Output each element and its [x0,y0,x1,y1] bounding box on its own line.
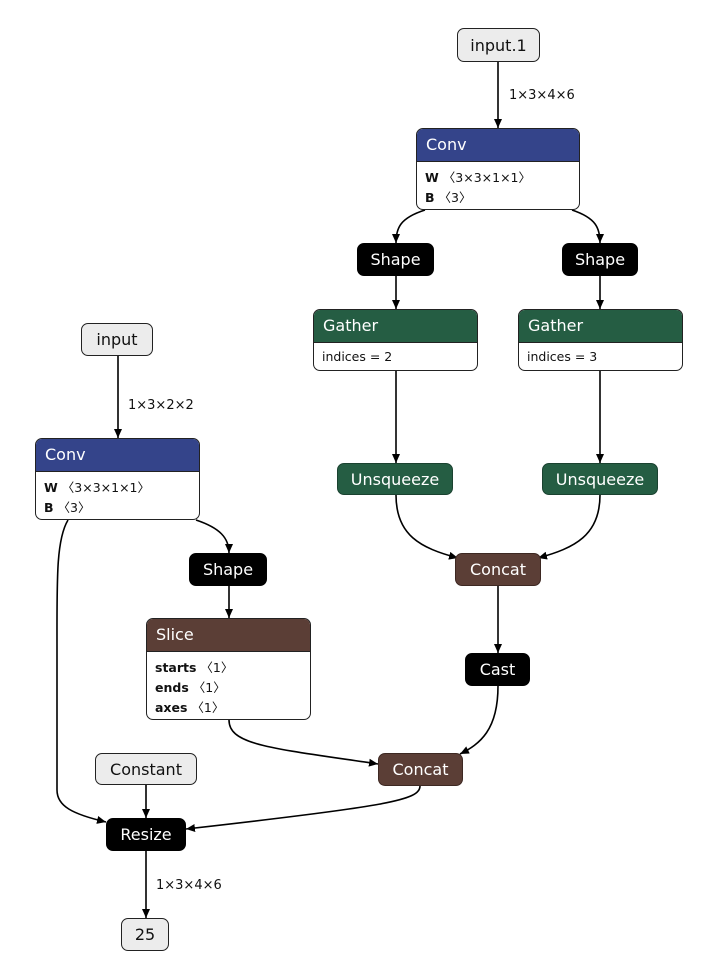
graph-input-node[interactable]: input.1 [457,28,540,62]
gather-node[interactable]: Gather indices = 3 [518,309,683,371]
edge-unsqueeze-a-concat [395,494,459,560]
attr-key: axes [155,700,188,715]
edge-shape-label: 1×3×4×6 [509,88,575,103]
cast-node[interactable]: Cast [465,653,530,686]
edge-slice-concat-bottom [228,719,379,767]
node-label: Shape [574,250,626,269]
graph-output-node[interactable]: 25 [121,918,169,951]
node-attributes: indices = 2 [314,342,477,370]
unsqueeze-node[interactable]: Unsqueeze [542,463,658,495]
edge-conv-resize [56,519,107,824]
node-label: Unsqueeze [350,469,440,489]
node-label: Shape [202,560,254,579]
unsqueeze-node[interactable]: Unsqueeze [337,463,453,495]
node-label: Unsqueeze [555,469,645,489]
node-title: Conv [36,439,199,471]
edge-shape-label: 1×3×2×2 [128,398,194,413]
attr-value: 〈3×3×1×1〉 [442,170,532,185]
node-title: Conv [417,129,579,161]
attr-value: 〈3×3×1×1〉 [61,480,151,495]
node-label: Concat [392,760,449,779]
slice-node[interactable]: Slice starts 〈1〉 ends 〈1〉 axes 〈1〉 [146,618,311,720]
node-label: 25 [134,925,156,944]
edge-conv-shape-c [195,519,233,554]
edge-concat-bottom-resize [185,785,421,832]
edge-unsqueeze-b-concat [537,494,601,560]
attr-key: W [425,170,439,185]
node-title: Gather [519,310,682,342]
node-attributes: W 〈3×3×1×1〉 B 〈3〉 [417,161,579,209]
attr-key: B [44,500,54,515]
edge-conv-shape-b [571,209,604,244]
attr-key: W [44,480,58,495]
node-title: Gather [314,310,477,342]
node-label: Resize [120,825,172,844]
node-attributes: starts 〈1〉 ends 〈1〉 axes 〈1〉 [147,651,310,719]
attr-key: ends [155,680,189,695]
node-label: Concat [470,560,526,579]
node-label: Cast [479,660,516,679]
attr-value: 〈1〉 [200,660,234,675]
attr-value: 〈3〉 [438,190,472,205]
edge-shape-label: 1×3×4×6 [156,878,222,893]
attr-key: starts [155,660,197,675]
conv-node[interactable]: Conv W 〈3×3×1×1〉 B 〈3〉 [35,438,200,520]
node-title: Slice [147,619,310,651]
constant-node[interactable]: Constant [95,753,197,785]
resize-node[interactable]: Resize [106,818,186,851]
attr-value: 〈1〉 [191,700,225,715]
node-label: input.1 [470,35,527,55]
graph-input-node[interactable]: input [81,323,153,356]
attr-key: B [425,190,435,205]
conv-node[interactable]: Conv W 〈3×3×1×1〉 B 〈3〉 [416,128,580,210]
shape-node[interactable]: Shape [562,243,638,276]
edge-conv-shape-a [392,209,426,244]
attr-value: 〈3〉 [57,500,91,515]
concat-node[interactable]: Concat [378,753,463,786]
node-label: input [96,330,138,349]
edge-cast-concat-bottom [459,685,499,755]
concat-node[interactable]: Concat [455,553,541,586]
node-attributes: W 〈3×3×1×1〉 B 〈3〉 [36,471,199,519]
attr-value: 〈1〉 [192,680,226,695]
node-label: Constant [110,759,182,779]
shape-node[interactable]: Shape [189,553,267,586]
node-attributes: indices = 3 [519,342,682,370]
shape-node[interactable]: Shape [357,243,434,276]
node-label: Shape [370,250,421,269]
gather-node[interactable]: Gather indices = 2 [313,309,478,371]
